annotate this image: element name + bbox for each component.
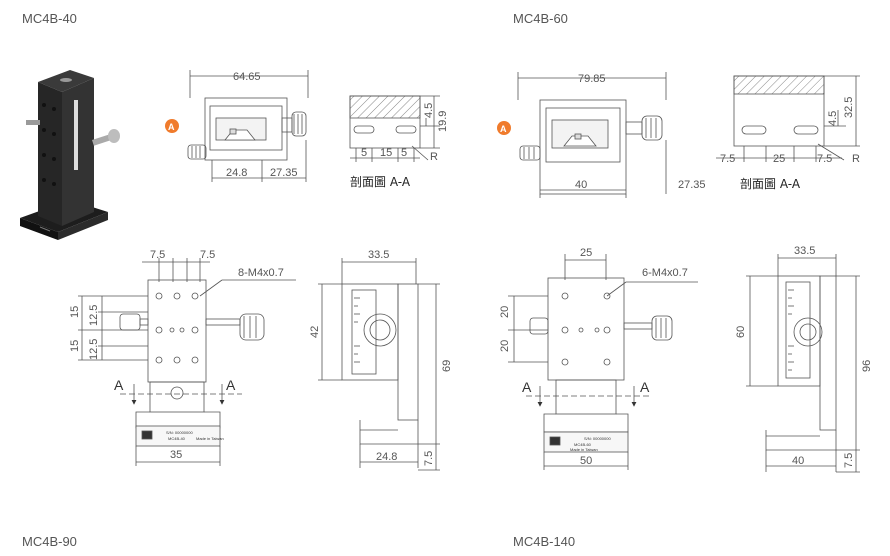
marker-a-icon-2 bbox=[497, 121, 511, 135]
dim-4-5: 4.5 bbox=[423, 103, 435, 118]
model-title-mc4b-140: MC4B-140 bbox=[513, 534, 576, 549]
section-view-label-60: 剖面圖 A-A bbox=[740, 177, 801, 191]
mc4b60-side-view bbox=[746, 254, 860, 473]
pitch-7-5b: 7.5 bbox=[200, 249, 215, 261]
section-marker-right: A bbox=[226, 377, 236, 393]
dim-4-5-60: 4.5 bbox=[827, 111, 839, 126]
marker-a-letter: A bbox=[168, 122, 175, 132]
dim-slot-25: 25 bbox=[773, 153, 785, 165]
dim-knob-60: 27.35 bbox=[678, 179, 706, 191]
vert-15b: 15 bbox=[69, 340, 81, 352]
side-foot-7-5: 7.5 bbox=[423, 451, 435, 466]
vert-15a: 15 bbox=[69, 306, 81, 318]
dim-slot-7-5a: 7.5 bbox=[720, 153, 735, 165]
dim-slot-5b: 5 bbox=[401, 147, 407, 159]
vert-20a: 20 bbox=[499, 306, 511, 318]
dim-32-5: 32.5 bbox=[843, 97, 855, 118]
dim-slot-7-5b: 7.5 bbox=[817, 153, 832, 165]
thread-note: 8-M4x0.7 bbox=[238, 267, 284, 279]
mc4b60-top-view bbox=[517, 72, 667, 198]
radius-label-60: R bbox=[852, 153, 860, 165]
dim-base: 24.8 bbox=[226, 167, 247, 179]
section-marker-right-60: A bbox=[640, 379, 650, 395]
marker-a-letter-2: A bbox=[500, 124, 507, 134]
mc4b60-front-view bbox=[508, 254, 698, 470]
vert-20b: 20 bbox=[499, 340, 511, 352]
dim-slot-5a: 5 bbox=[361, 147, 367, 159]
side-height-60: 60 bbox=[735, 326, 747, 338]
section-view-label: 剖面圖 A-A bbox=[350, 175, 411, 189]
side-total-96: 96 bbox=[861, 360, 873, 372]
vert-12-5b: 12.5 bbox=[88, 339, 100, 360]
side-base-40: 40 bbox=[792, 455, 804, 467]
plate-model: MC4B-40 bbox=[168, 436, 186, 441]
dim-knob: 27.35 bbox=[270, 167, 298, 179]
side-foot-7-5-60: 7.5 bbox=[843, 453, 855, 468]
model-title-mc4b-40: MC4B-40 bbox=[22, 11, 77, 26]
side-width-33-5-60: 33.5 bbox=[794, 245, 815, 257]
base-width-35: 35 bbox=[170, 449, 182, 461]
dim-base-40: 40 bbox=[575, 179, 587, 191]
dim-19-9: 19.9 bbox=[437, 111, 449, 132]
vert-12-5a: 12.5 bbox=[88, 305, 100, 326]
pitch-25: 25 bbox=[580, 247, 592, 259]
plate-model-60: MC4B-60 bbox=[574, 442, 592, 447]
side-base-24-8: 24.8 bbox=[376, 451, 397, 463]
dim-slot-15: 15 bbox=[380, 147, 392, 159]
mc4b40-top-view bbox=[187, 70, 309, 182]
mc4b60-section-view bbox=[716, 75, 860, 162]
section-marker-left-60: A bbox=[522, 379, 532, 395]
side-height-42: 42 bbox=[309, 326, 321, 338]
base-width-50: 50 bbox=[580, 455, 592, 467]
dim-total-width-60: 79.85 bbox=[578, 73, 606, 85]
mc4b40-side-view bbox=[318, 258, 440, 471]
plate-made: Made in Taiwan bbox=[196, 436, 224, 441]
dim-total-width: 64.65 bbox=[233, 71, 261, 83]
thread-note-60: 6-M4x0.7 bbox=[642, 267, 688, 279]
plate-serial-60: S/N: 00000000 bbox=[584, 436, 611, 441]
radius-label: R bbox=[430, 151, 438, 163]
mc4b40-front-view bbox=[78, 258, 296, 466]
side-total-69: 69 bbox=[441, 360, 453, 372]
plate-made-60: Made in Taiwan bbox=[570, 447, 598, 452]
model-title-mc4b-90: MC4B-90 bbox=[22, 534, 77, 549]
plate-serial: S/N: 00000000 bbox=[166, 430, 193, 435]
side-width-33-5: 33.5 bbox=[368, 249, 389, 261]
pitch-7-5a: 7.5 bbox=[150, 249, 165, 261]
marker-a-icon bbox=[165, 119, 179, 133]
product-photo bbox=[20, 70, 120, 240]
model-title-mc4b-60: MC4B-60 bbox=[513, 11, 568, 26]
section-marker-left: A bbox=[114, 377, 124, 393]
mc4b40-section-view bbox=[349, 95, 440, 162]
